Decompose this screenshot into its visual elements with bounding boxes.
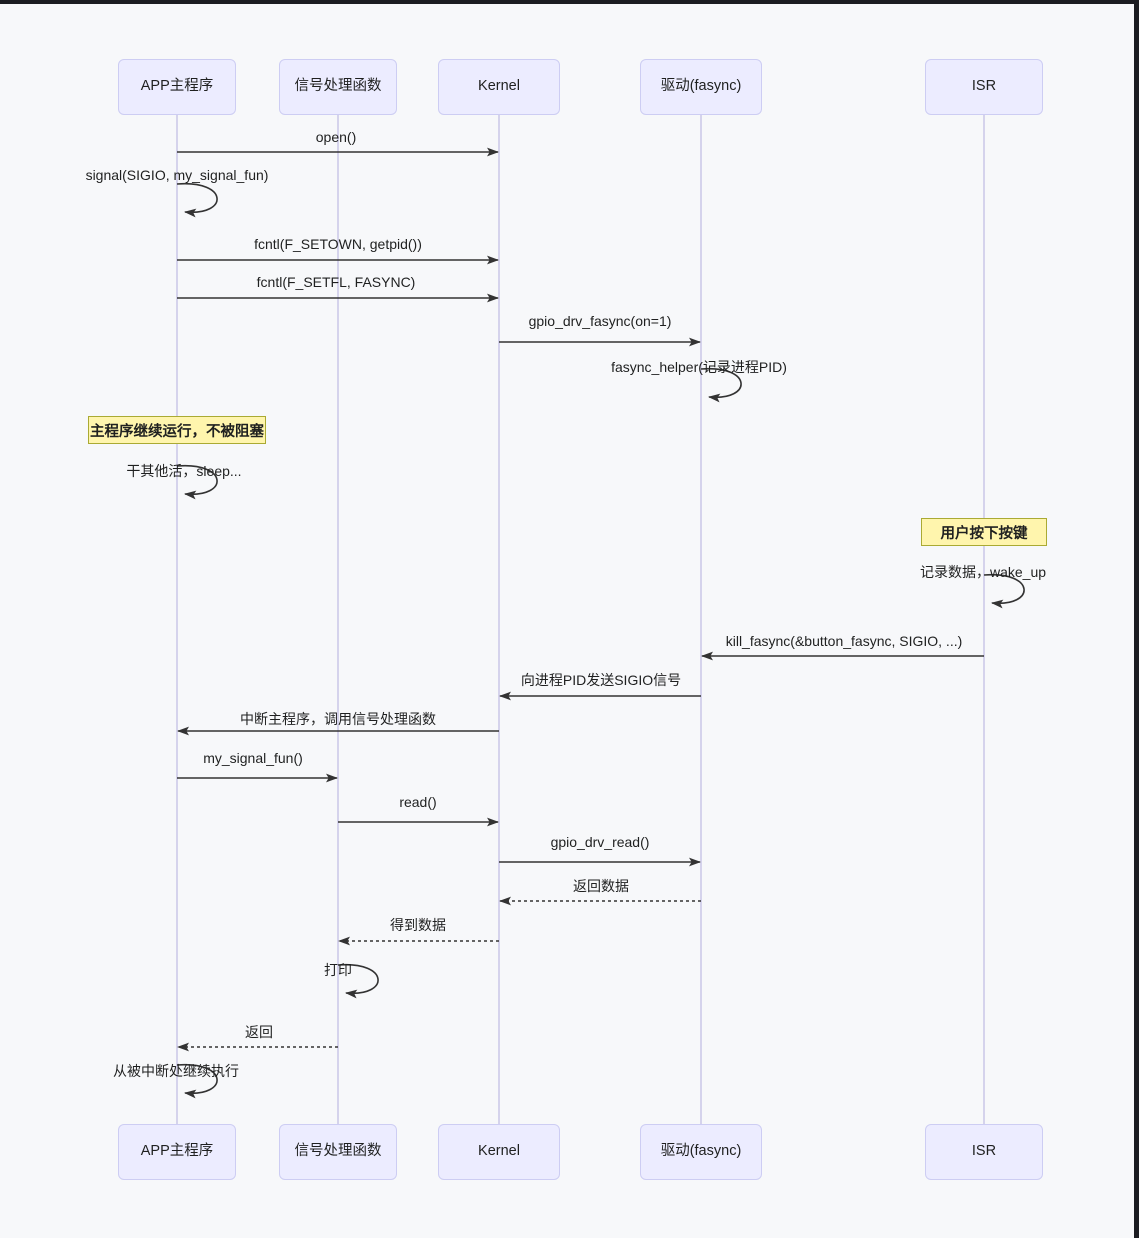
message-label-m15: 返回数据 — [573, 878, 629, 894]
message-label-m5: gpio_drv_fasync(on=1) — [528, 313, 672, 329]
participant-label: APP主程序 — [140, 1143, 214, 1160]
participant-label: Kernel — [478, 1143, 520, 1160]
participant-app-top[interactable]: APP主程序 — [118, 59, 236, 115]
message-label-m16: 得到数据 — [390, 917, 446, 933]
participant-label: 信号处理函数 — [294, 1143, 382, 1160]
participant-label: APP主程序 — [140, 78, 214, 95]
participant-kernel-bottom[interactable]: Kernel — [438, 1124, 560, 1180]
note-n2[interactable]: 用户按下按键 — [921, 518, 1047, 546]
message-label-m10: 向进程PID发送SIGIO信号 — [520, 672, 682, 688]
note-n1[interactable]: 主程序继续运行，不被阻塞 — [88, 416, 266, 444]
message-label-m12: my_signal_fun() — [203, 750, 303, 766]
lifelines-group — [176, 115, 985, 1124]
participant-label: 驱动(fasync) — [660, 1143, 742, 1160]
message-label-m2: signal(SIGIO, my_signal_fun) — [85, 167, 269, 183]
participant-label: Kernel — [478, 78, 520, 95]
message-label-m7: 干其他活，sleep... — [126, 463, 242, 479]
message-arrow-m6 — [700, 367, 742, 403]
message-arrow-m17 — [337, 963, 379, 999]
message-label-m8: 记录数据，wake_up — [919, 564, 1047, 580]
message-label-m13: read() — [399, 794, 437, 810]
message-arrow-m7 — [176, 464, 218, 500]
message-label-m19: 从被中断处继续执行 — [113, 1063, 239, 1079]
participant-sig-top[interactable]: 信号处理函数 — [279, 59, 397, 115]
note-label: 用户按下按键 — [940, 525, 1028, 542]
message-label-m18: 返回 — [245, 1024, 273, 1040]
participant-kernel-top[interactable]: Kernel — [438, 59, 560, 115]
participant-isr-bottom[interactable]: ISR — [925, 1124, 1043, 1180]
message-arrow-m8 — [983, 573, 1025, 609]
message-label-m3: fcntl(F_SETOWN, getpid()) — [254, 236, 422, 252]
window-top-chrome — [0, 0, 1139, 4]
participant-label: ISR — [971, 1143, 997, 1160]
participant-app-bottom[interactable]: APP主程序 — [118, 1124, 236, 1180]
message-arrow-m2 — [176, 182, 218, 218]
message-label-m4: fcntl(F_SETFL, FASYNC) — [256, 274, 416, 290]
participant-label: ISR — [971, 78, 997, 95]
message-arrows-group — [176, 147, 1025, 1099]
message-label-m11: 中断主程序，调用信号处理函数 — [240, 711, 436, 727]
message-label-m6: fasync_helper(记录进程PID) — [611, 359, 787, 375]
participant-drv-bottom[interactable]: 驱动(fasync) — [640, 1124, 762, 1180]
participant-label: 信号处理函数 — [294, 78, 382, 95]
participant-label: 驱动(fasync) — [660, 78, 742, 95]
window-right-chrome — [1134, 0, 1139, 1238]
message-label-m14: gpio_drv_read() — [550, 834, 650, 850]
note-label: 主程序继续运行，不被阻塞 — [90, 423, 264, 440]
message-label-m17: 打印 — [324, 962, 352, 978]
message-label-m1: open() — [315, 129, 357, 145]
participant-drv-top[interactable]: 驱动(fasync) — [640, 59, 762, 115]
message-arrow-m19 — [176, 1063, 218, 1099]
participant-sig-bottom[interactable]: 信号处理函数 — [279, 1124, 397, 1180]
participant-isr-top[interactable]: ISR — [925, 59, 1043, 115]
message-label-m9: kill_fasync(&button_fasync, SIGIO, ...) — [725, 633, 963, 649]
